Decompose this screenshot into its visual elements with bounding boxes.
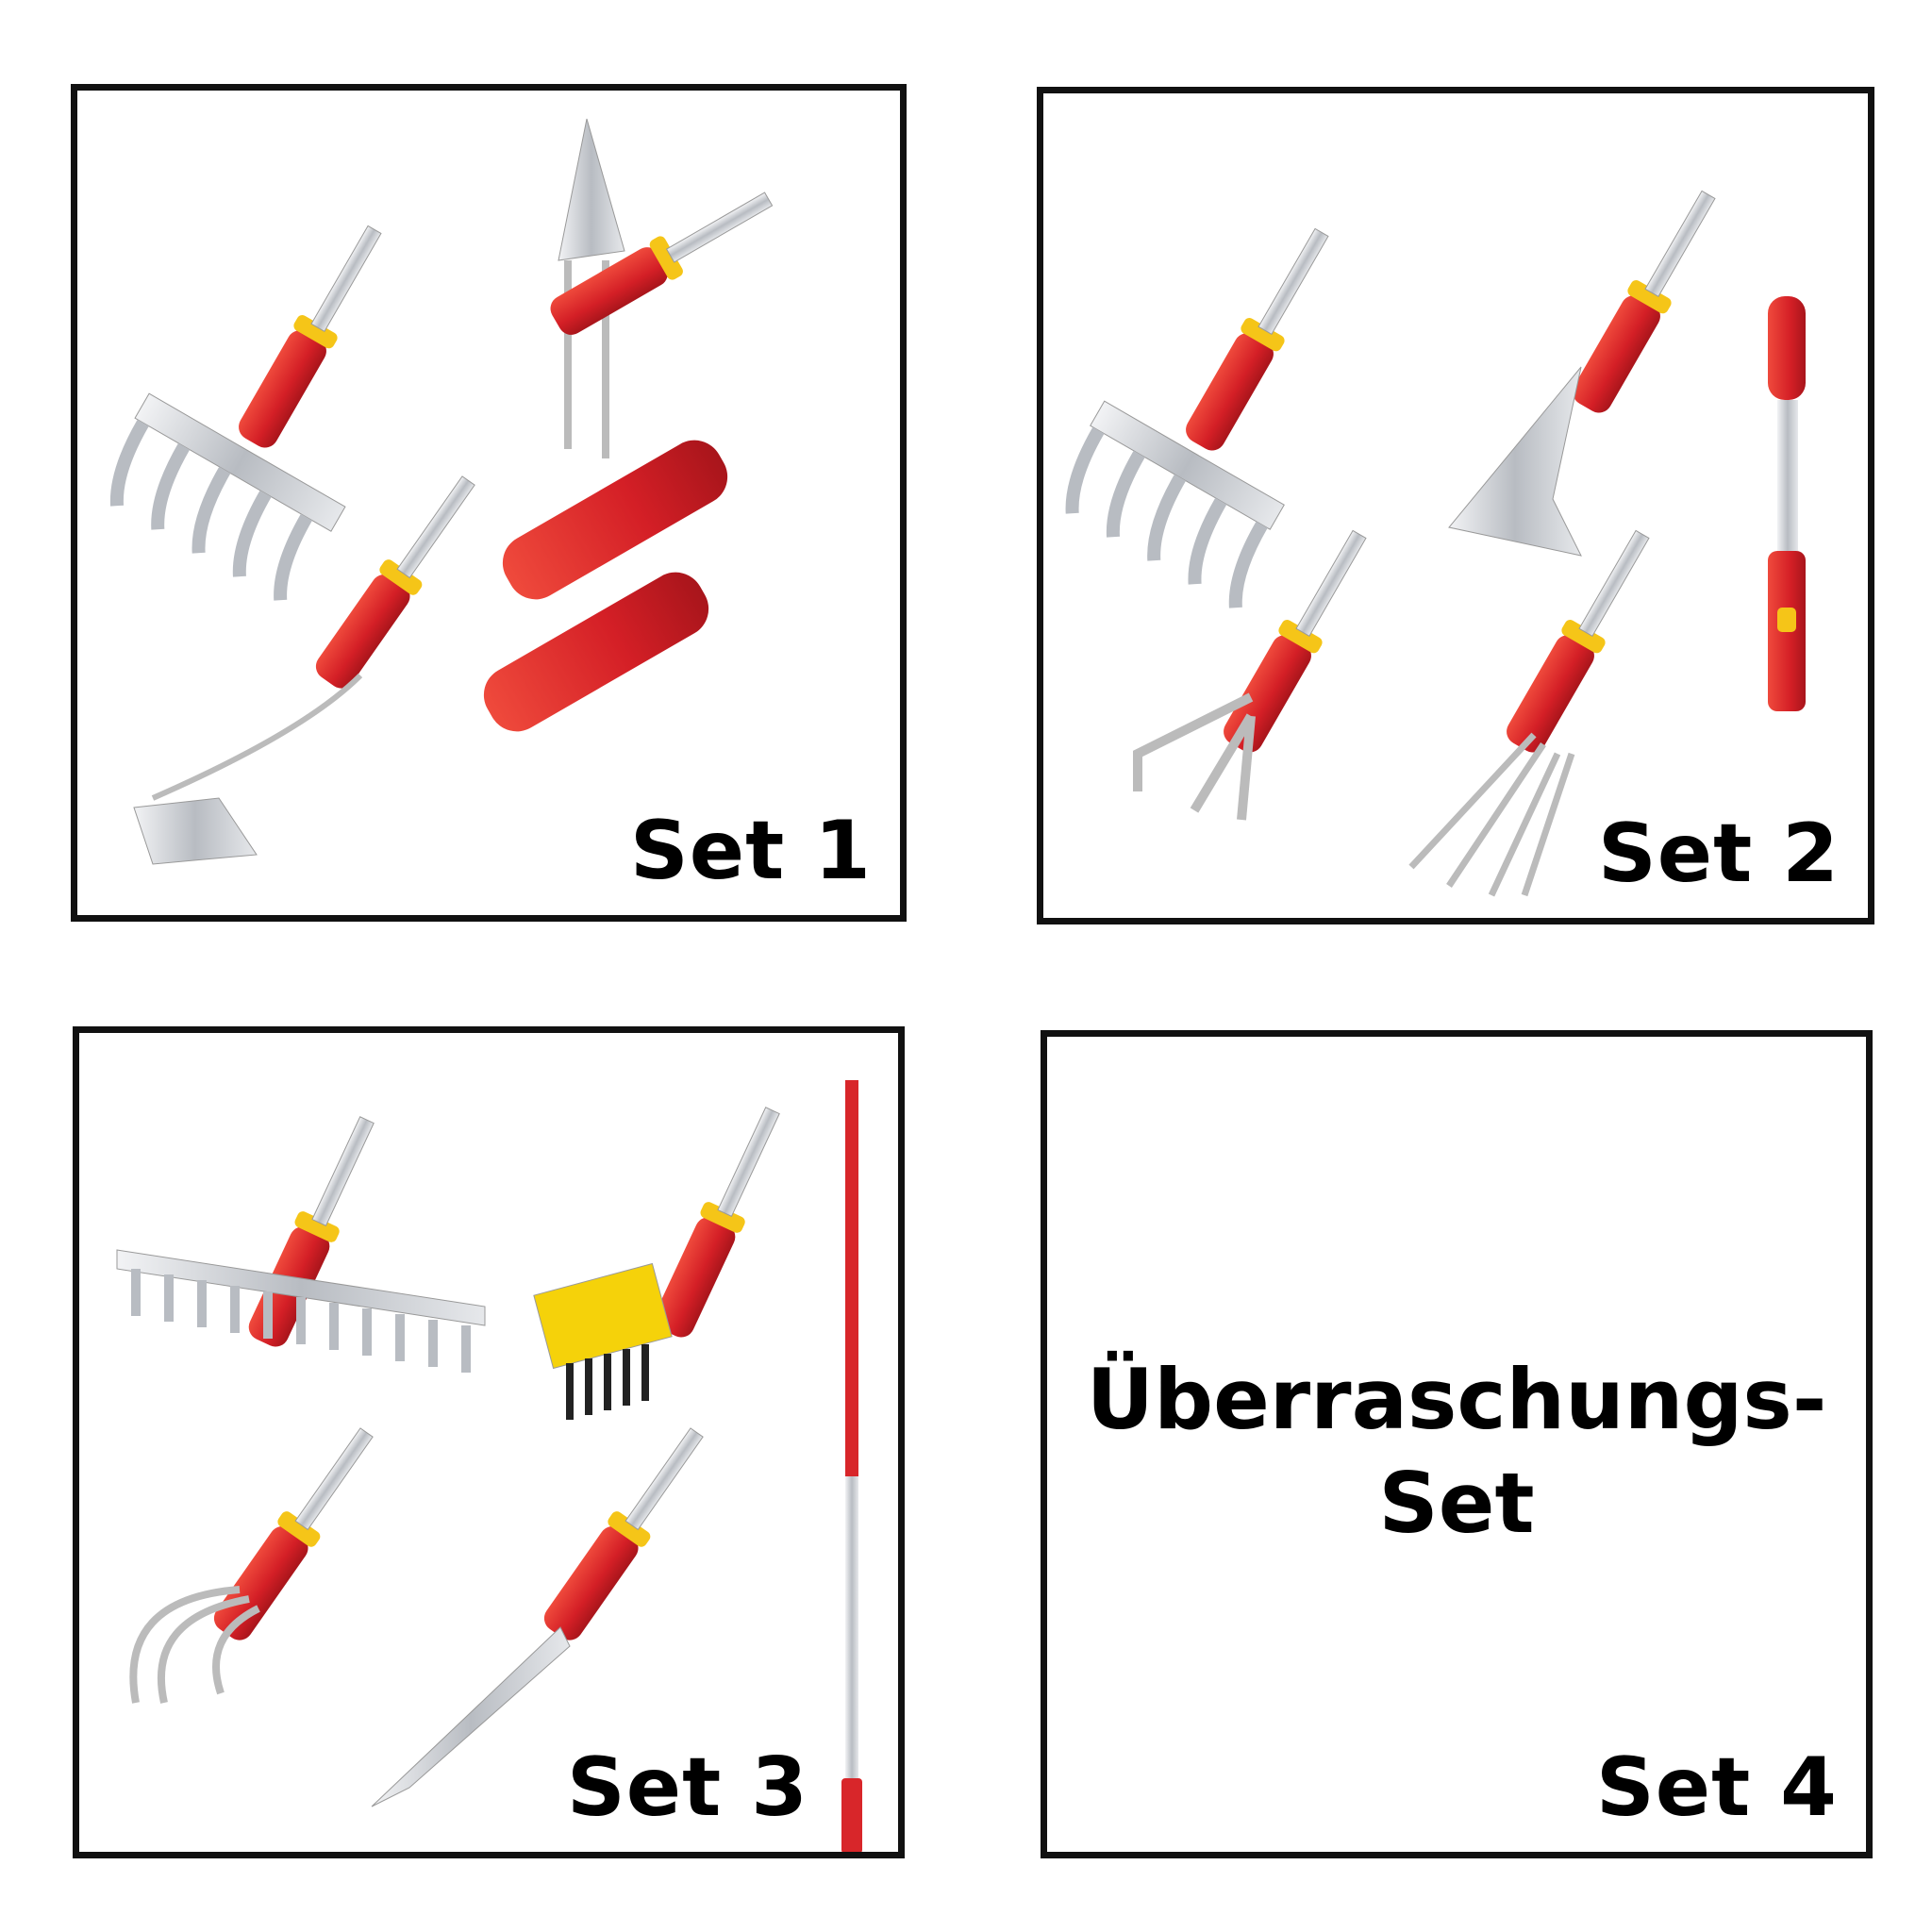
short-handle — [1768, 296, 1806, 711]
surprise-title-line-2: Set — [1378, 1455, 1535, 1552]
set-3-panel[interactable]: Set 3 — [73, 1026, 905, 1858]
joint-brush-tool — [647, 1100, 794, 1343]
joint-scraper-tool — [1448, 182, 1729, 557]
hoe-fork-tool — [543, 118, 781, 458]
set-1-tools-image — [109, 118, 781, 865]
set-3-tools-image — [116, 1080, 862, 1852]
set-1-label: Set 1 — [629, 804, 872, 898]
set-2-label: Set 2 — [1597, 807, 1840, 901]
handle-grip-1 — [502, 440, 728, 600]
long-handle — [841, 1080, 862, 1852]
brush-head — [533, 1262, 673, 1420]
hand-rake-tool — [1065, 220, 1342, 608]
set-2-panel[interactable]: Set 2 — [1037, 87, 1874, 924]
hand-rake-tool — [109, 217, 395, 601]
rake-head — [116, 1249, 486, 1373]
set-4-panel[interactable]: Überraschungs- Set Set 4 — [1041, 1030, 1873, 1858]
hand-fork-tool — [1499, 522, 1663, 759]
cultivator-tool — [207, 1419, 386, 1647]
set-1-panel[interactable]: Set 1 — [71, 84, 907, 922]
set-4-label: Set 4 — [1595, 1740, 1838, 1835]
surprise-set-title: Überraschungs- Set — [1047, 1348, 1866, 1556]
set-2-tools-image — [1065, 182, 1806, 897]
weeder-tool — [537, 1419, 716, 1647]
surprise-title-line-1: Überraschungs- — [1086, 1351, 1827, 1448]
set-3-label: Set 3 — [566, 1740, 808, 1835]
handle-grip-2 — [483, 572, 709, 732]
